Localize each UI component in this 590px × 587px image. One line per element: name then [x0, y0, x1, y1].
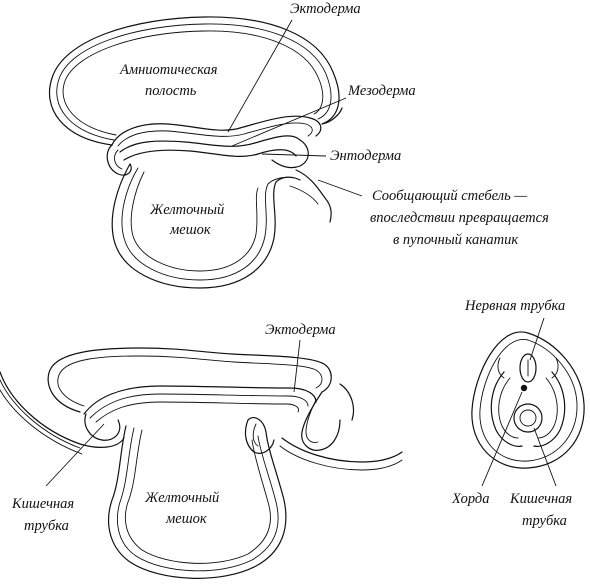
- label-gut-br-2: трубка: [522, 513, 567, 529]
- label-ectoderm-top: Эктодерма: [290, 1, 361, 17]
- br-right-crescent: [533, 371, 566, 447]
- bl-yolk-middle: [117, 427, 279, 572]
- label-gut-bl-1: Кишечная: [11, 496, 74, 512]
- bl-mesoderm: [95, 401, 299, 423]
- br-left-crescent-2: [498, 377, 519, 439]
- br-right-fold: [551, 357, 559, 379]
- br-right-crescent-2: [537, 377, 558, 439]
- amnion-middle-wall: [56, 23, 332, 141]
- amnion-tail: [321, 107, 343, 125]
- label-stalk-1: Сообщающий стебель —: [372, 188, 527, 204]
- bl-right-curl-2: [305, 399, 319, 443]
- bl-right-curl: [301, 391, 341, 451]
- yolk-sac-inner: [130, 171, 259, 272]
- label-notochord: Хорда: [451, 491, 489, 507]
- br-gut-inner: [519, 409, 537, 427]
- mesoderm-layer: [119, 135, 301, 153]
- br-outer-wall: [471, 331, 585, 469]
- bl-right-tail-2: [279, 445, 403, 471]
- bl-ectoderm-floor-2: [89, 393, 309, 419]
- label-amniotic-1: Амниотическая: [119, 62, 218, 78]
- label-gut-bl-2: трубка: [24, 518, 69, 534]
- ectoderm-pointer: [227, 19, 293, 133]
- bl-ectoderm-pointer: [293, 339, 301, 393]
- bl-left-curl-inner-2: [0, 389, 83, 455]
- bottom-right-section: Нервная трубка Хорда Кишечная трубка: [451, 298, 585, 529]
- label-mesoderm: Мезодерма: [347, 83, 416, 99]
- label-endoderm: Энтодерма: [330, 148, 401, 164]
- bl-left-curl-outer: [0, 371, 125, 448]
- label-stalk-2: впоследствии превращается: [370, 210, 549, 226]
- label-yolk-bl-1: Желточный: [144, 490, 220, 506]
- connecting-stalk: [295, 169, 332, 223]
- br-neural-pointer: [529, 317, 545, 361]
- connecting-stalk-inner: [289, 185, 319, 205]
- br-left-crescent: [490, 371, 523, 447]
- yolk-sac-outer: [111, 163, 301, 289]
- label-neural-tube: Нервная трубка: [464, 298, 565, 314]
- bl-gut-fold: [84, 413, 121, 441]
- bl-right-tail: [281, 437, 403, 463]
- amnion-outer-wall: [48, 16, 340, 146]
- left-fold-inner: [114, 149, 123, 170]
- bottom-left-embryo: Эктодерма Кишечная трубка Желточный мешо…: [0, 322, 403, 579]
- bl-amnion-inner: [57, 355, 323, 407]
- top-embryo: Эктодерма Амниотическая полость Мезодерм…: [48, 1, 549, 289]
- bl-ectoderm-floor: [83, 385, 317, 415]
- bl-yolk-outer: [108, 417, 287, 579]
- bl-gut-pointer: [45, 423, 105, 487]
- right-fold: [271, 139, 309, 169]
- mesoderm-pointer: [231, 97, 347, 147]
- bl-left-curl-inner: [0, 379, 81, 449]
- ectoderm-floor: [111, 115, 322, 146]
- label-amniotic-2: полость: [145, 83, 197, 99]
- bl-yolk-inner: [124, 429, 271, 564]
- endoderm-pointer: [261, 153, 327, 157]
- amnion-inner-wall: [62, 30, 324, 136]
- br-gut-pointer: [533, 427, 557, 487]
- label-yolk-bl-2: мешок: [165, 511, 207, 527]
- bl-stalk-fold: [244, 419, 275, 454]
- bl-amnion-outer: [47, 347, 332, 413]
- yolk-sac-middle: [121, 167, 295, 281]
- br-neural-tube: [519, 353, 537, 383]
- label-yolk-top-2: мешок: [169, 222, 211, 238]
- br-notochord-pointer: [481, 391, 523, 487]
- br-outer-wall-2: [479, 339, 578, 462]
- ectoderm-floor-inner: [117, 122, 313, 147]
- label-gut-br-1: Кишечная: [509, 491, 572, 507]
- bl-right-outer: [339, 383, 355, 421]
- label-stalk-3: в пупочный канатик: [393, 232, 518, 248]
- bl-stalk-fold-2: [252, 423, 259, 447]
- left-fold: [106, 144, 132, 176]
- label-yolk-top-1: Желточный: [149, 202, 225, 218]
- br-left-fold: [497, 357, 505, 379]
- label-ectoderm-bl: Эктодерма: [265, 322, 336, 338]
- endoderm-layer: [123, 149, 297, 161]
- br-notochord: [520, 384, 528, 392]
- stalk-pointer: [317, 179, 363, 197]
- br-gut-outer: [513, 403, 543, 433]
